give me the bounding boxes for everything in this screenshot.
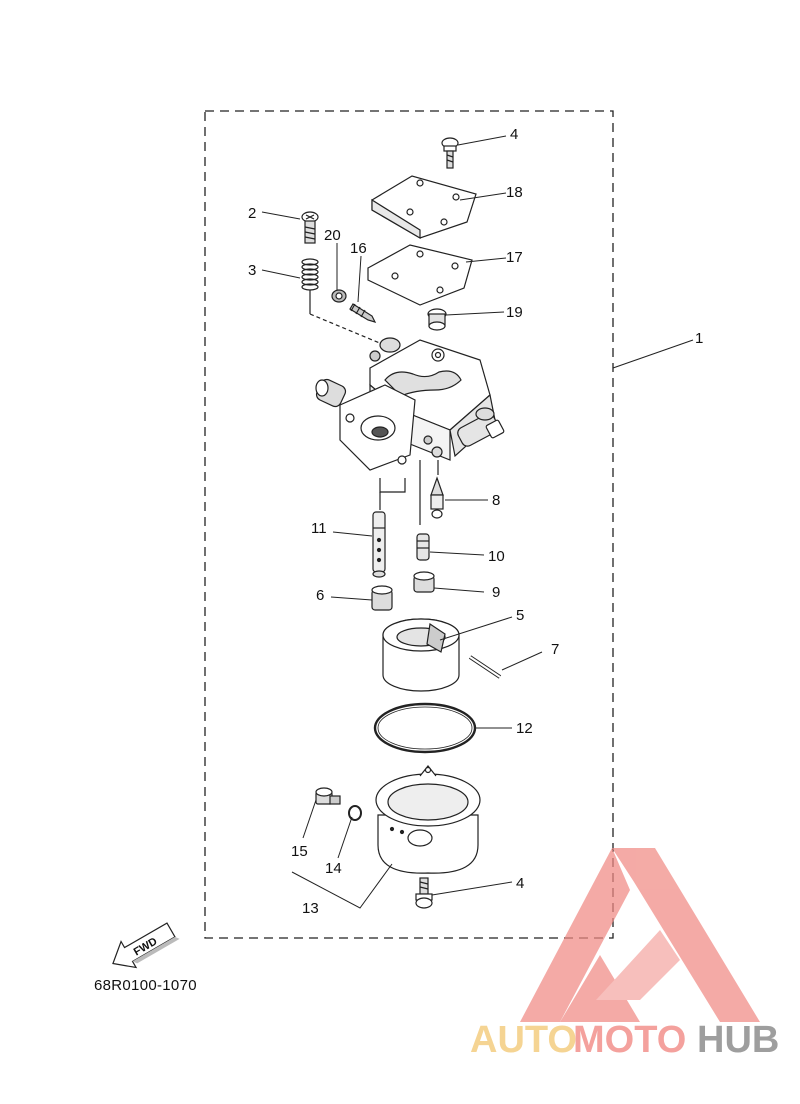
callout-7: 7 — [551, 641, 559, 658]
part-7-pin — [468, 655, 502, 679]
carburetor-body — [315, 337, 505, 471]
callout-10: 10 — [488, 548, 505, 565]
callout-14: 14 — [325, 860, 342, 877]
callout-3: 3 — [248, 262, 256, 279]
part-8-needle-valve — [430, 476, 444, 519]
callout-17: 17 — [506, 249, 523, 266]
part-3-spring — [301, 258, 319, 291]
part-15-drain-plug — [315, 787, 341, 805]
callout-1: 1 — [695, 330, 703, 347]
callout-9: 9 — [492, 584, 500, 601]
watermark-auto: AUTO — [470, 1019, 577, 1061]
callout-5: 5 — [516, 607, 524, 624]
part-4-top-screw — [441, 137, 459, 169]
part-12-gasket-ring — [373, 702, 477, 754]
fwd-arrow-icon: FWD — [112, 922, 180, 969]
callout-2: 2 — [248, 205, 256, 222]
part-16-needle — [349, 303, 377, 323]
part-18-cover-plate — [371, 175, 477, 239]
callout-19: 19 — [506, 304, 523, 321]
callout-18: 18 — [506, 184, 523, 201]
part-20-ring — [331, 289, 347, 303]
callout-4-bottom: 4 — [516, 875, 524, 892]
callout-20: 20 — [324, 227, 341, 244]
part-17-gasket — [367, 244, 473, 306]
assembly-boundary — [204, 110, 614, 939]
part-code-label: 68R0100-1070 — [94, 977, 197, 994]
callout-6: 6 — [316, 587, 324, 604]
part-2-screw — [301, 211, 319, 244]
part-14-washer — [348, 805, 362, 821]
leader-lines — [261, 135, 694, 909]
part-6-nut — [371, 585, 393, 611]
part-10-jet — [416, 533, 430, 561]
callout-4-top: 4 — [510, 126, 518, 143]
callout-12: 12 — [516, 720, 533, 737]
part-9-nut — [413, 571, 435, 593]
automotohub-watermark: AUTO MOTO HUB — [470, 848, 779, 1061]
watermark-hub: HUB — [697, 1019, 779, 1061]
callout-15: 15 — [291, 843, 308, 860]
part-13-float-chamber — [375, 765, 481, 874]
callout-11: 11 — [311, 520, 327, 537]
part-4-bottom-screw — [415, 877, 433, 909]
watermark-moto: MOTO — [573, 1019, 686, 1061]
callout-8: 8 — [492, 492, 500, 509]
callout-16: 16 — [350, 240, 367, 257]
part-5-float — [382, 618, 460, 692]
part-19-cap — [427, 308, 447, 331]
part-11-emulsion-tube — [372, 511, 386, 578]
callout-13: 13 — [302, 900, 319, 917]
